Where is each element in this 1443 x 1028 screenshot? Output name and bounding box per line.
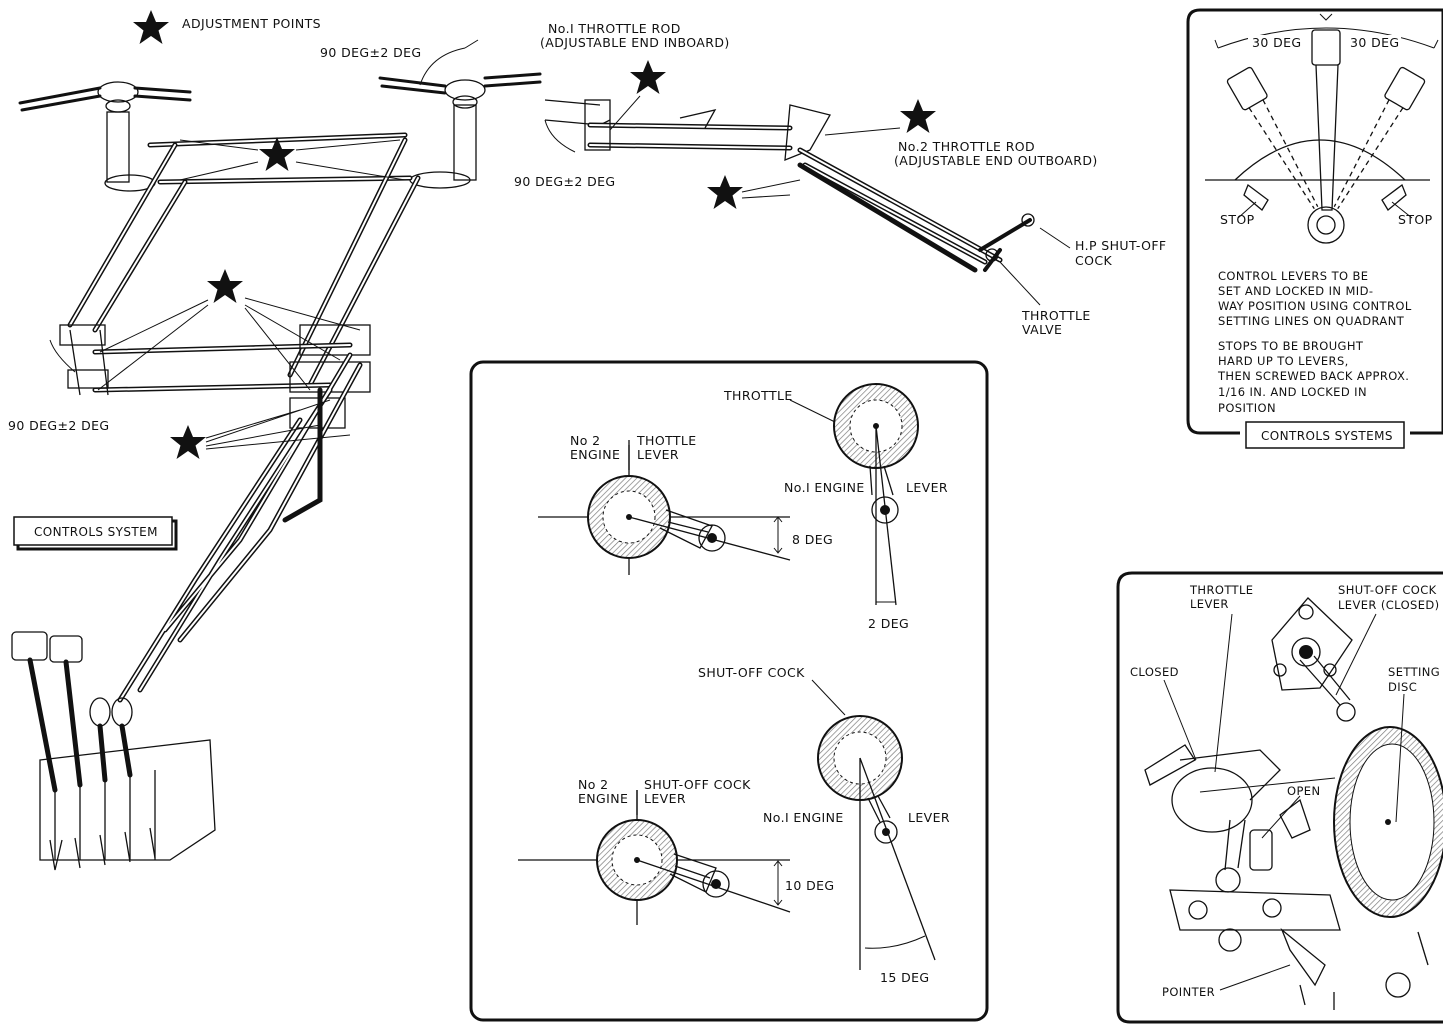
shutoff-top-label: SHUT-OFF COCK (698, 665, 805, 680)
throttle-valve-label: THROTTLE (1021, 308, 1091, 323)
deg-8-label: 8 DEG (792, 532, 833, 547)
lever-knob-2 (49, 635, 83, 663)
no2-engine-label: No 2 (578, 777, 609, 792)
note-line: 1/16 IN. AND LOCKED IN (1218, 385, 1367, 399)
controls-systems-box (1245, 421, 1405, 449)
angle-label: 90 DEG±2 DEG (320, 45, 422, 60)
deg-2-label: 2 DEG (868, 616, 909, 631)
no1-rod-label: No.I THROTTLE ROD (548, 21, 681, 36)
star-icon (630, 60, 666, 94)
star-icon (207, 269, 243, 303)
cock-shutoff-label-2: LEVER (CLOSED) (1338, 598, 1440, 612)
note-line: STOPS TO BE BROUGHT (1218, 339, 1364, 353)
note-line: THEN SCREWED BACK APPROX. (1217, 369, 1409, 383)
throttle-lever-label: THOTTLE (636, 433, 697, 448)
lever-label: LEVER (908, 810, 950, 825)
note-line: HARD UP TO LEVERS, (1218, 354, 1349, 368)
cock-open-label: OPEN (1287, 784, 1320, 798)
stop-left-icon (1243, 183, 1269, 211)
angle-marks (49, 39, 576, 373)
star-icon (170, 425, 206, 459)
legend-label: ADJUSTMENT POINTS (182, 16, 321, 31)
cock-setting-label: SETTING (1388, 665, 1440, 679)
cock-setting-label-2: DISC (1388, 680, 1417, 694)
quadrant-angle-left: 30 DEG (1252, 35, 1302, 50)
lever-knob-1 (11, 631, 48, 661)
no1-engine-label: No.I ENGINE (763, 810, 844, 825)
no2-engine-label: No 2 (570, 433, 601, 448)
throttle-lever-label-2: LEVER (637, 447, 679, 462)
stop-right-icon (1381, 183, 1407, 211)
adjustment-star-icon (133, 10, 169, 44)
no1-throttle-dial: THROTTLE No.I ENGINE LEVER 2 DEG (723, 383, 948, 631)
deg-10-label: 10 DEG (785, 878, 835, 893)
throttle-top-label: THROTTLE (723, 388, 793, 403)
no2-rod-label: No.2 THROTTLE ROD (898, 139, 1035, 154)
note-line: CONTROL LEVERS TO BE (1218, 269, 1368, 283)
stop-left-label: STOP (1220, 212, 1255, 227)
cock-pointer-label: POINTER (1162, 985, 1215, 999)
pointer-icon (1280, 927, 1326, 987)
no1-shutoff-dial: SHUT-OFF COCK No.I ENGINE LEVER 15 DEG (698, 665, 950, 985)
angle-label: 90 DEG±2 DEG (514, 174, 616, 189)
lever-label: LEVER (906, 480, 948, 495)
cock-closed-label: CLOSED (1130, 665, 1179, 679)
no1-engine-label: No.I ENGINE (784, 480, 865, 495)
hp-cock-label: H.P SHUT-OFF (1075, 238, 1167, 253)
no2-throttle-dial: No 2 ENGINE THOTTLE LEVER 8 DEG (538, 433, 833, 575)
controls-systems-label: CONTROLS SYSTEMS (1261, 429, 1393, 443)
star-leaders (97, 95, 901, 450)
note-line: WAY POSITION USING CONTROL (1218, 299, 1412, 313)
quadrant-note: CONTROL LEVERS TO BE SET AND LOCKED IN M… (1217, 269, 1412, 415)
controls-system-label: CONTROLS SYSTEM (34, 525, 158, 539)
cock-shutoff-label: SHUT-OFF COCK (1338, 583, 1437, 597)
angle-label: 90 DEG±2 DEG (8, 418, 110, 433)
throttle-quadrant (11, 631, 216, 871)
no2-rod-note: (ADJUSTABLE END OUTBOARD) (894, 153, 1098, 168)
hp-cock-label-2: COCK (1075, 253, 1112, 268)
controls-system-box (13, 516, 173, 546)
cock-panel: THROTTLE LEVER SHUT-OFF COCK LEVER (CLOS… (1116, 571, 1443, 1024)
star-icon (707, 175, 743, 209)
cock-throttle-lever-label-2: LEVER (1190, 597, 1229, 611)
left-pedestal (18, 81, 192, 192)
stop-right-label: STOP (1398, 212, 1433, 227)
right-pedestal (378, 72, 542, 189)
cock-throttle-lever-label: THROTTLE (1189, 583, 1253, 597)
note-line: SET AND LOCKED IN MID- (1218, 284, 1373, 298)
no2-shutoff-dial: No 2 ENGINE SHUT-OFF COCK LEVER 10 DEG (518, 777, 835, 925)
legend: ADJUSTMENT POINTS (133, 10, 321, 44)
settings-panel: No 2 ENGINE THOTTLE LEVER 8 DEG THROTTLE… (469, 360, 989, 1022)
deg-15-label: 15 DEG (880, 970, 930, 985)
shutoff-lever-label: SHUT-OFF COCK (644, 777, 751, 792)
throttle-valve-label-2: VALVE (1022, 322, 1062, 337)
star-icon (900, 99, 936, 133)
no2-engine-label-2: ENGINE (578, 791, 628, 806)
no2-engine-label-2: ENGINE (570, 447, 620, 462)
no1-rod-note: (ADJUSTABLE END INBOARD) (540, 35, 730, 50)
main-labels: 90 DEG±2 DEG 90 DEG±2 DEG 90 DEG±2 DEG N… (8, 21, 1167, 551)
shutoff-lever-label-2: LEVER (644, 791, 686, 806)
quadrant-panel: 30 DEG 30 DEG STOP STOP CONTROL LEVERS T… (1186, 8, 1443, 449)
note-line: SETTING LINES ON QUADRANT (1218, 314, 1405, 328)
note-line: POSITION (1218, 401, 1276, 415)
quadrant-angle-right: 30 DEG (1350, 35, 1400, 50)
settings-panel-frame (469, 360, 989, 1022)
